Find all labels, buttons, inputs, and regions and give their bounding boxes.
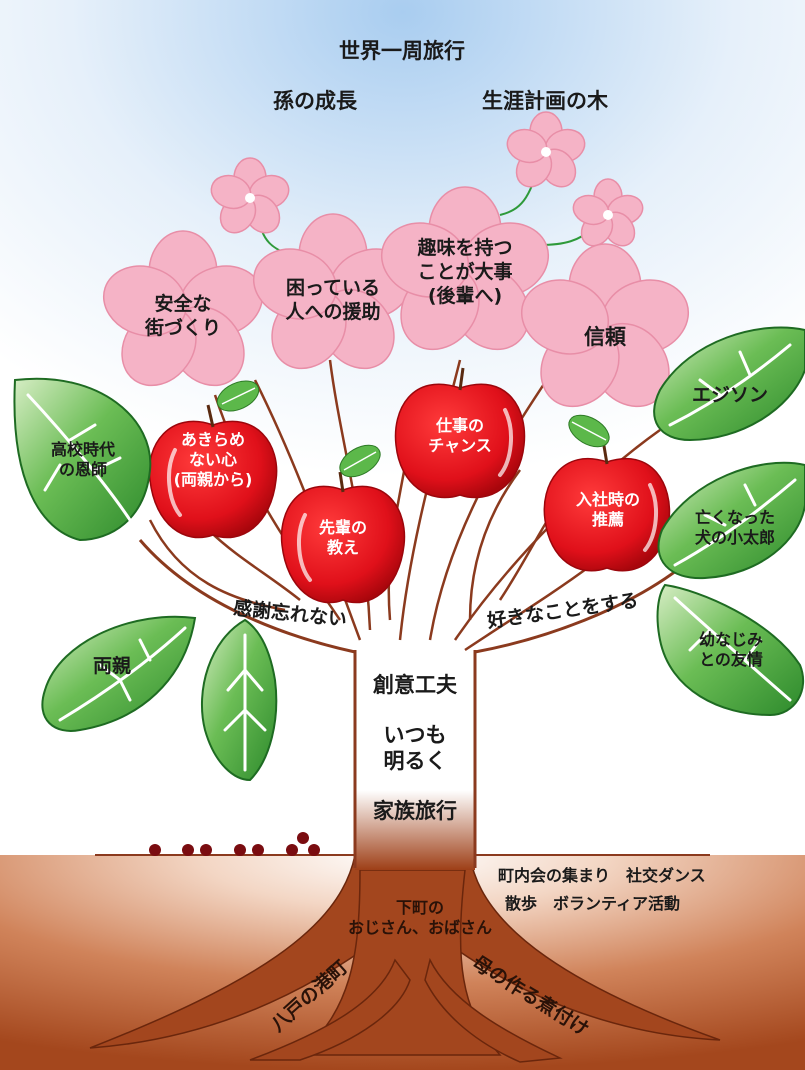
blossom-4 xyxy=(520,243,690,408)
diagram-title: 生涯計画の木 xyxy=(482,89,608,113)
small-blossom-2 xyxy=(506,111,586,188)
leaf-label-dog-kotaro: 亡くなった 犬の小太郎 xyxy=(694,508,775,547)
small-blossom-3 xyxy=(572,178,644,247)
root-right xyxy=(429,852,721,1041)
leaf-left-3 xyxy=(201,618,278,782)
blossom-label-helping: 困っている 人への援助 xyxy=(285,277,381,323)
seed xyxy=(252,844,264,856)
branch-right-lower xyxy=(474,558,691,654)
seed xyxy=(286,844,298,856)
dream-world-trip: 世界一周旅行 xyxy=(339,39,465,63)
seed xyxy=(149,844,161,856)
trunk-label-always-cheerful: いつも 明るく xyxy=(383,723,447,774)
leaf-label-hs-teacher: 高校時代 の恩師 xyxy=(50,440,115,479)
leaf-left-1 xyxy=(13,377,152,542)
apple-label-never-give-up: あきらめ ない心 (両親から) xyxy=(173,430,253,489)
seed xyxy=(234,844,246,856)
leaf-right-1 xyxy=(653,326,805,442)
root-minor xyxy=(424,957,563,1063)
apple-leaf-3 xyxy=(568,414,610,448)
leaf-right-2 xyxy=(657,461,805,580)
dream-grandchild-growth: 孫の成長 xyxy=(273,89,357,113)
root-minor xyxy=(249,958,411,1061)
ground-label-community: 町内会の集まり 社交ダンス xyxy=(498,866,706,885)
seed xyxy=(297,832,309,844)
trunk xyxy=(355,660,475,870)
blossom-1 xyxy=(102,230,264,387)
apple-1 xyxy=(148,404,278,539)
leaf-left-2 xyxy=(41,615,197,732)
branch xyxy=(148,519,286,612)
leaf-label-parents: 両親 xyxy=(92,655,131,677)
branch xyxy=(468,469,522,621)
seeds-group xyxy=(149,832,320,856)
apple-leaf-2 xyxy=(339,444,381,478)
apple-label-recommendation: 入社時の 推薦 xyxy=(575,490,640,529)
apple-4 xyxy=(543,439,671,572)
roots xyxy=(89,852,721,1063)
apple-leaf-1 xyxy=(216,380,260,412)
apple-label-senior-teaching: 先輩の 教え xyxy=(318,518,367,557)
blossom-3 xyxy=(380,186,550,351)
blossom-2 xyxy=(252,213,414,370)
trunk-label-family-trip: 家族旅行 xyxy=(373,799,457,823)
seed xyxy=(308,844,320,856)
leaf-right-3 xyxy=(656,583,805,717)
small-blossom-1 xyxy=(210,157,290,234)
leaf-label-childhood-friend: 幼なじみ との友情 xyxy=(698,630,763,669)
apple-3 xyxy=(394,367,526,499)
blossom-label-safe-town: 安全な 街づくり xyxy=(144,293,221,339)
leaf-label-edison: エジソン xyxy=(691,384,768,406)
apple-label-job-chance: 仕事の チャンス xyxy=(428,416,492,455)
apple-2 xyxy=(280,471,406,604)
ground-label-walk-volunteer: 散歩 ボランティア活動 xyxy=(505,894,681,913)
root-label-downtown-neighbors: 下町の おじさん、おばさん xyxy=(347,898,492,937)
blossom-label-hobby: 趣味を持つ ことが大事 (後輩へ) xyxy=(417,237,513,307)
seed xyxy=(182,844,194,856)
trunk-label-creativity: 創意工夫 xyxy=(373,673,457,697)
seed xyxy=(200,844,212,856)
blossom-label-trust: 信頼 xyxy=(584,325,626,349)
branch-left-lower xyxy=(138,539,356,654)
